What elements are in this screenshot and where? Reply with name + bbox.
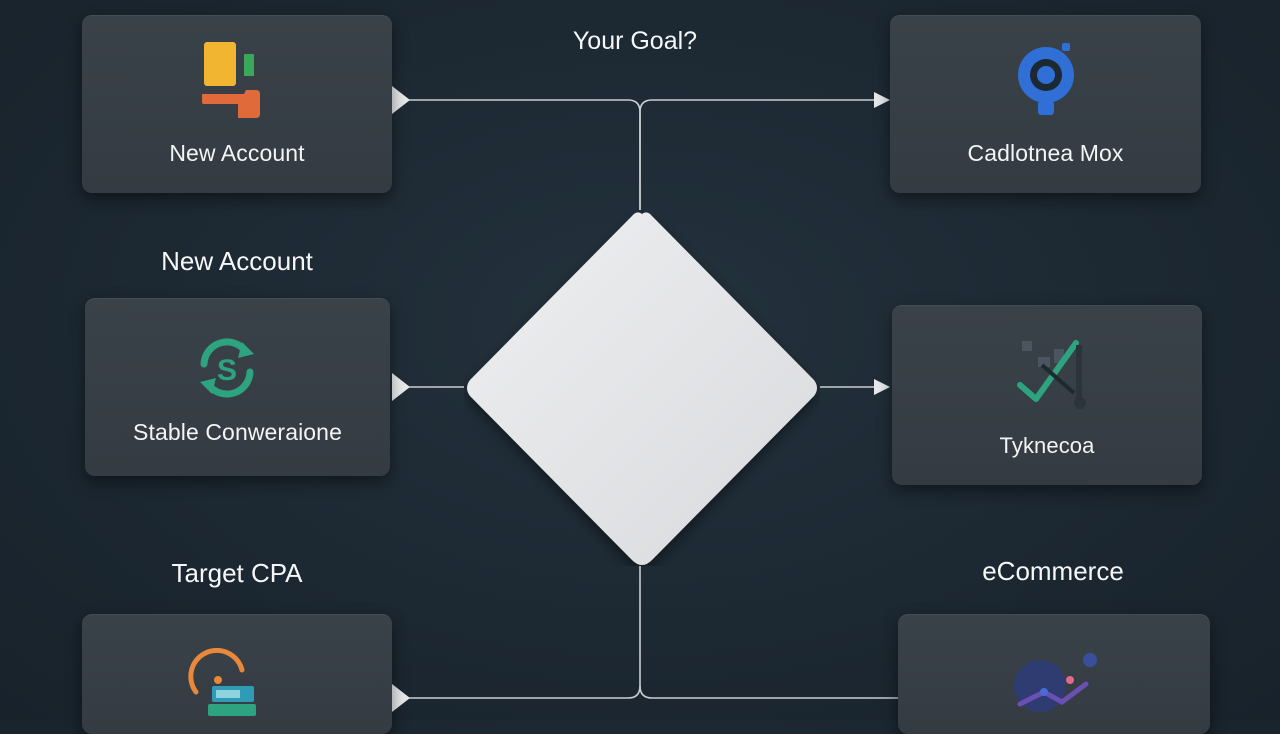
card-label-chart-check: Tyknecoa: [999, 433, 1095, 458]
heading-ecommerce: eCommerce: [982, 556, 1124, 586]
commerce-graph-icon: [1010, 646, 1102, 731]
target-gauge-icon: [186, 647, 258, 725]
card-location[interactable]: Cadlotnea Mox: [890, 15, 1201, 193]
arrowhead-bottom-left: [392, 684, 410, 712]
dollar-sync-icon: S: [190, 334, 264, 407]
card-chart-check[interactable]: Tyknecoa: [892, 305, 1202, 485]
card-ecommerce[interactable]: [898, 614, 1210, 734]
connector-bottom-right: [639, 685, 900, 699]
heading-new-account: New Account: [161, 246, 313, 276]
card-new-account[interactable]: New Account: [82, 15, 392, 193]
arrowhead-middle-right: [874, 379, 890, 395]
location-pin-icon: [1014, 39, 1078, 128]
connector-top-right: [639, 99, 880, 210]
card-label-location: Cadlotnea Mox: [967, 140, 1124, 166]
arrowhead-top-left: [392, 86, 410, 114]
card-stable-conversions[interactable]: S Stable Conweraione: [85, 298, 390, 476]
chart-check-icon: [1014, 335, 1090, 416]
account-blocks-icon: [200, 40, 264, 125]
connector-bottom-left: [408, 566, 641, 699]
arrowhead-top-right: [874, 92, 890, 108]
heading-target-cpa: Target CPA: [171, 558, 303, 588]
goal-question: Your Goal?: [572, 27, 698, 55]
card-target-cpa[interactable]: [82, 614, 392, 734]
decision-diamond[interactable]: [464, 210, 820, 566]
card-label-new-account: New Account: [169, 140, 305, 166]
svg-text:S: S: [217, 354, 237, 387]
card-label-stable-conversions: Stable Conweraione: [133, 419, 342, 445]
connector-top-left: [408, 99, 641, 210]
arrowhead-middle-left: [392, 373, 410, 401]
